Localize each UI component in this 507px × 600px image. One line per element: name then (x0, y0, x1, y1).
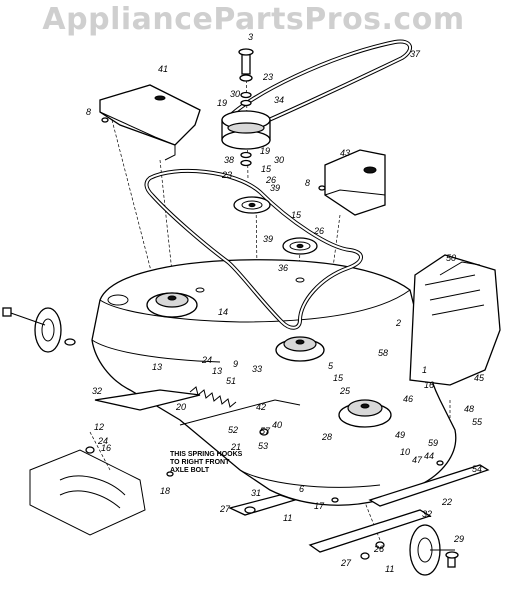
callout-32: 32 (422, 509, 432, 519)
callout-46: 46 (403, 394, 413, 404)
callout-39: 39 (270, 183, 280, 193)
callout-9: 9 (233, 359, 238, 369)
callout-24: 24 (97, 436, 108, 446)
callout-58: 58 (378, 348, 388, 358)
callout-43: 43 (340, 148, 350, 158)
callout-29: 29 (453, 534, 464, 544)
spindle-pulleys (146, 292, 392, 428)
callout-19: 19 (260, 146, 270, 156)
front-wheel-left (2, 307, 76, 353)
callout-18: 18 (160, 486, 170, 496)
callout-5: 5 (328, 361, 334, 371)
callout-49: 49 (395, 430, 405, 440)
callout-27: 27 (219, 504, 231, 514)
callout-20: 20 (175, 402, 186, 412)
spring-note-line: TO RIGHT FRONT (170, 459, 230, 466)
callout-12: 12 (94, 422, 104, 432)
callout-57: 57 (260, 426, 271, 436)
deck-frame (29, 449, 146, 536)
callout-2: 2 (395, 318, 401, 328)
callout-6: 6 (299, 484, 304, 494)
upper-belt-37 (226, 39, 412, 130)
callout-30: 30 (274, 155, 284, 165)
callout-15: 15 (333, 373, 344, 383)
spring-note-line: THIS SPRING HOOKS (170, 451, 243, 458)
callout-28: 28 (321, 432, 332, 442)
discharge-chute-50 (409, 254, 501, 386)
callout-23: 23 (262, 72, 273, 82)
callout-31: 31 (251, 488, 261, 498)
belt-guard-43 (324, 149, 386, 216)
callout-11: 11 (385, 564, 394, 574)
drive-pulley-34 (221, 48, 271, 167)
callout-17: 17 (314, 501, 325, 511)
callout-59: 59 (428, 438, 438, 448)
callout-41: 41 (158, 64, 168, 74)
watermark-text: AppliancePartsPros.com (42, 2, 465, 37)
callout-48: 48 (464, 404, 474, 414)
callout-50: 50 (446, 253, 456, 263)
callout-51: 51 (226, 376, 236, 386)
callout-25: 25 (339, 386, 351, 396)
callout-30: 30 (230, 89, 240, 99)
callout-52: 52 (228, 425, 238, 435)
deck-belt-36 (144, 168, 363, 330)
callout-21: 21 (230, 442, 241, 452)
callout-10: 10 (400, 447, 410, 457)
callout-15: 15 (291, 210, 302, 220)
hardware-bolts (85, 117, 444, 560)
callout-34: 34 (274, 95, 284, 105)
callout-37: 37 (410, 49, 421, 59)
callout-47: 47 (412, 455, 423, 465)
callout-16: 16 (424, 380, 434, 390)
callout-8: 8 (86, 107, 91, 117)
callout-22: 22 (441, 497, 452, 507)
callout-40: 40 (272, 420, 282, 430)
rod-21 (179, 399, 301, 426)
callout-24: 24 (201, 355, 212, 365)
callout-1: 1 (422, 365, 427, 375)
callout-33: 33 (252, 364, 262, 374)
callout-14: 14 (218, 307, 228, 317)
callout-26: 26 (265, 175, 276, 185)
callout-39: 39 (263, 234, 273, 244)
callout-27: 27 (340, 558, 352, 568)
mower-deck (91, 259, 457, 506)
spring-note-line: AXLE BOLT (170, 467, 210, 474)
callout-19: 19 (217, 98, 227, 108)
belt-guard-41 (99, 84, 201, 161)
callout-8: 8 (305, 178, 310, 188)
callout-11: 11 (283, 513, 292, 523)
spring-20 (189, 386, 237, 408)
callout-54: 54 (472, 464, 482, 474)
callout-3: 3 (248, 32, 253, 42)
callout-15: 15 (261, 164, 272, 174)
callout-26: 26 (373, 544, 384, 554)
callout-26: 26 (313, 226, 324, 236)
callout-45: 45 (474, 373, 485, 383)
callout-13: 13 (152, 362, 162, 372)
callout-23: 23 (221, 170, 232, 180)
callout-13: 13 (212, 366, 222, 376)
callout-44: 44 (424, 451, 434, 461)
callout-53: 53 (258, 441, 268, 451)
callout-32: 32 (92, 386, 102, 396)
callout-16: 16 (101, 443, 111, 453)
callout-42: 42 (256, 402, 266, 412)
spring-note: THIS SPRING HOOKS TO RIGHT FRONT AXLE BO… (170, 451, 242, 475)
callout-38: 38 (224, 155, 234, 165)
rear-wheel-right (409, 524, 459, 576)
callout-55: 55 (472, 417, 483, 427)
idler-pulleys-39 (233, 196, 318, 255)
callout-36: 36 (278, 263, 288, 273)
